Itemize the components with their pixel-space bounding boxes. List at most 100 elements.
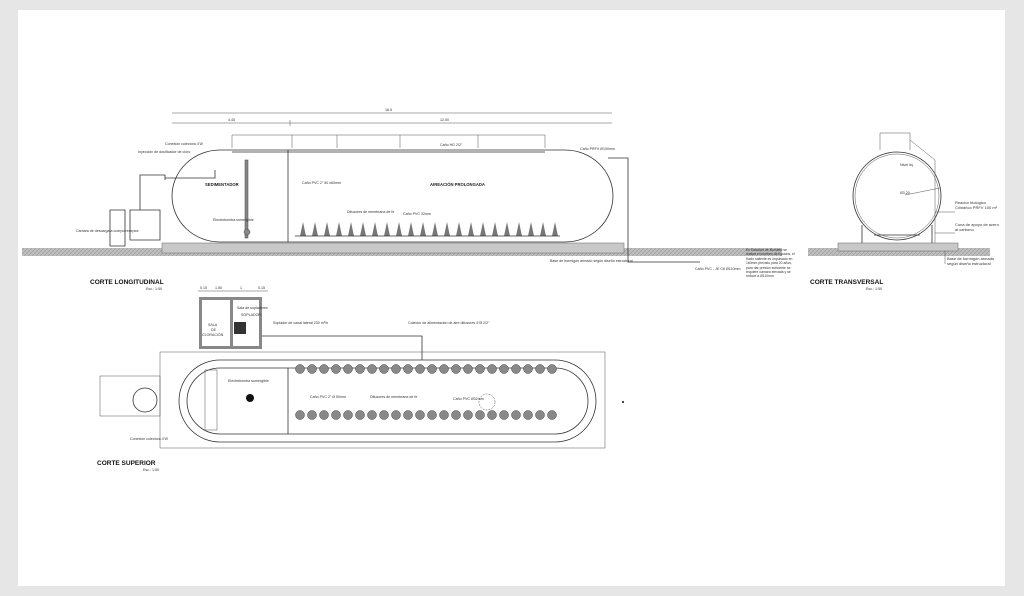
note-estacion: En Estación de Bombeo se realiza el bomb… [746,248,795,278]
diffuser-plan [391,364,401,374]
diffuser-plan [307,410,317,420]
label-sala-soplador: Sala de sopladores [237,306,268,310]
diffuser-plan [511,364,521,374]
diffuser [300,222,306,236]
label-difusores: Difusores de membrana de fe [347,210,394,214]
concrete-slab [161,242,625,254]
diffuser-plan [319,364,329,374]
diffuser-plan [439,410,449,420]
diffuser-plan [439,364,449,374]
reactor-circle [852,151,942,241]
plan-dim: 1 [240,286,242,290]
title-longitudinal: CORTE LONGITUDINAL [90,279,164,286]
diffuser-plan [427,410,437,420]
diffuser [408,222,414,236]
sala-label: CLORACIÓN [202,332,224,337]
tank-body [171,149,614,243]
tank-plan-outer [178,359,597,443]
diffuser-plan [355,410,365,420]
diffuser-plan [451,364,461,374]
diffuser-row [300,222,558,236]
soplador-label: SOPLADOR [241,313,261,317]
blower [234,322,246,334]
diffuser [540,222,546,236]
diffuser-plan [295,410,305,420]
diffuser-plan [415,364,425,374]
label-cano-prfv: Caño PRFV Ø100mm [580,147,615,151]
diffuser [480,222,486,236]
diffuser-plan [427,364,437,374]
label-nivel: Nivel liq. [900,163,914,167]
diffuser-plan [403,410,413,420]
diffuser-plan [523,410,533,420]
diffuser-plan [319,410,329,420]
diffuser [552,222,558,236]
label-cano-pvc-je: Caño PVC - JE C6 Ø110mm [695,267,740,271]
pump-riser [244,159,249,239]
diffuser-plan [343,364,353,374]
label-conexion-plan: Conexión colectora 4"Ø [130,437,168,441]
label-reactor: Reactor biológico Cilíndrico PRFV 100 m³ [955,201,1001,211]
label-colector: Colector de alimentación de aire difusor… [408,321,490,325]
dimension-lines: 16.5 4.45 12.00 [172,108,612,126]
label-electrobomba-plan: Electrobomba sumergible [228,379,269,383]
diffuser [384,222,390,236]
discharge-chamber [109,209,161,247]
diffuser-plan [463,410,473,420]
diffuser-plan [415,410,425,420]
title-transversal: CORTE TRANSVERSAL [810,279,883,286]
sala-label: DE [211,328,217,332]
longitudinal-section: 16.5 4.45 12.00 SEDIMENTADOR AIREACIÓN P… [22,108,795,291]
label-difusores-plan: Difusores de membrana de fe [370,395,417,399]
diffuser [360,222,366,236]
plan-dim: 0.15 [200,286,207,290]
diffuser-plan [487,364,497,374]
technical-drawing: 16.5 4.45 12.00 SEDIMENTADOR AIREACIÓN P… [22,108,1001,472]
diffuser-plan [331,364,341,374]
tank-plan-inner [186,367,589,435]
sala-label: SALA [208,323,218,327]
plan-dim: 1.50 [215,286,222,290]
pump-plan [246,394,254,402]
diffuser [348,222,354,236]
scale-superior: Esc.: 1:50 [143,468,159,472]
dim-right: 12.00 [440,118,449,122]
diffuser-plan [511,410,521,420]
diffuser-plan [295,364,305,374]
submersible-pump [243,228,251,236]
diffuser [432,222,438,236]
access-hatch [879,132,936,243]
top-frame [231,134,546,148]
diffuser [444,222,450,236]
diffuser-plan [451,410,461,420]
air-line [262,335,423,360]
inlet-pipe [139,174,166,210]
top-view: 0.15 1.50 1 0.15 SALA DE CLORACIÓN SOPLA… [97,286,624,472]
diffuser [528,222,534,236]
label-camara: Cámara de descarga a cuerpo receptor [76,229,140,233]
diffuser [492,222,498,236]
plan-dims: 0.15 1.50 1 0.15 [198,286,268,292]
outlet-pipe [608,157,700,263]
label-cano-pvc32: Caño PVC 32mm [403,212,431,216]
diffuser-plan [463,364,473,374]
diffuser-plan [391,410,401,420]
plan-dim: 0.15 [258,286,265,290]
diffuser-plan [367,364,377,374]
zone-aireacion: AIREACIÓN PROLONGADA [430,182,485,187]
diffuser-plan [367,410,377,420]
diffuser-plan [535,364,545,374]
diffuser-plan [307,364,317,374]
label-inyeccion: Inyección de dosificador de cloro [138,150,190,154]
diffuser-plan [331,410,341,420]
diffuser [372,222,378,236]
label-conexion: Conexión colectora 4"Ø [165,142,203,146]
label-cuna: Cuna de apoyo de acero al carbono [955,223,1001,233]
diffuser-plan [499,364,509,374]
label-losa-t: Base de hormigón armado según diseño est… [947,257,1001,267]
diffuser-plan [499,410,509,420]
drawing-sheet: 16.5 4.45 12.00 SEDIMENTADOR AIREACIÓN P… [18,10,1005,586]
diffuser-plan [379,364,389,374]
diffuser [336,222,342,236]
diffuser [324,222,330,236]
